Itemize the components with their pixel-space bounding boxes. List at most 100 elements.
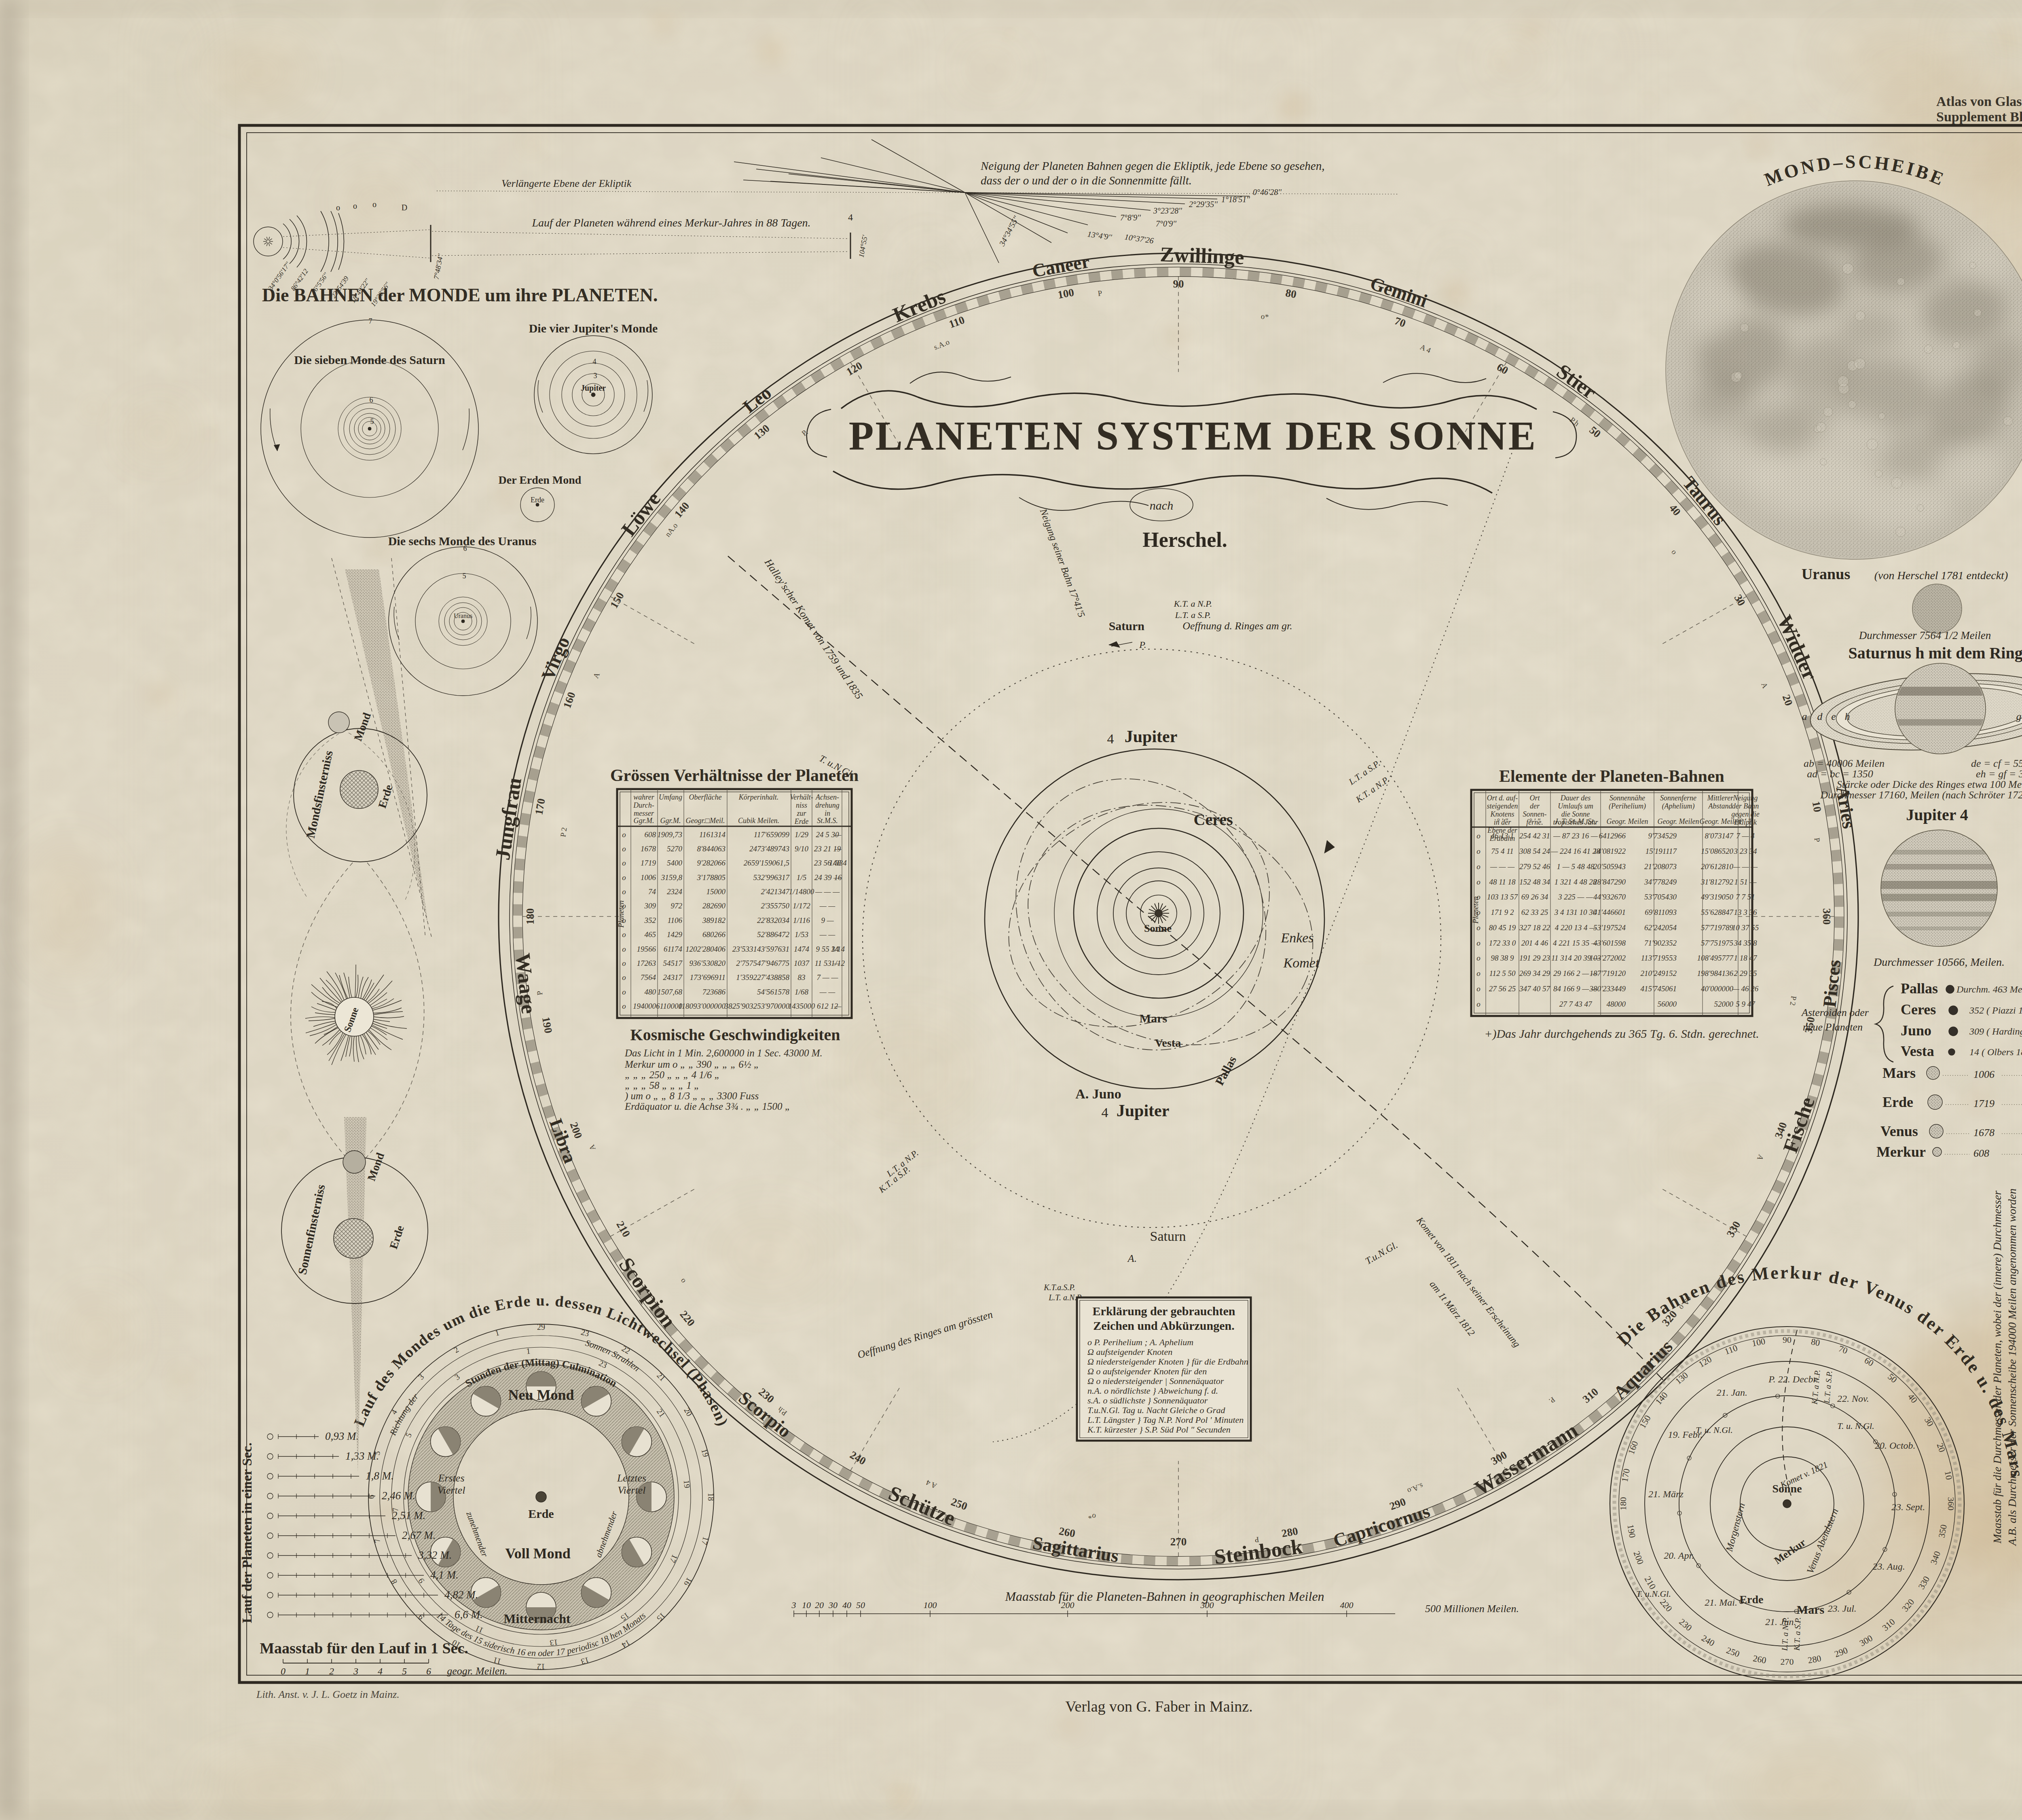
svg-text:Geogr. Meilen: Geogr. Meilen xyxy=(1700,817,1741,825)
svg-text:1 — 5 48 48: 1 — 5 48 48 xyxy=(1557,862,1595,871)
svg-text:zur: zur xyxy=(796,809,806,817)
svg-text:10: 10 xyxy=(802,1600,811,1610)
svg-text:Neigung: Neigung xyxy=(1733,794,1758,802)
svg-text:Viertel: Viertel xyxy=(618,1484,646,1496)
svg-text:30: 30 xyxy=(828,1600,838,1610)
svg-text:L.T. a N.P.: L.T. a N.P. xyxy=(1780,1617,1790,1651)
svg-text:10: 10 xyxy=(1810,800,1824,813)
svg-text:61174: 61174 xyxy=(664,945,683,953)
svg-text:Abstand: Abstand xyxy=(1708,802,1732,810)
svg-text:Pallas: Pallas xyxy=(1901,980,1938,997)
svg-text:8'073147: 8'073147 xyxy=(1705,832,1734,840)
svg-text:K.T. a N.P.: K.T. a N.P. xyxy=(1174,599,1212,609)
svg-text:1°18'51'': 1°18'51'' xyxy=(1221,195,1250,204)
svg-text:18: 18 xyxy=(706,1493,715,1501)
svg-text:1/14: 1/14 xyxy=(831,945,845,953)
svg-text:Sonnennähe: Sonnennähe xyxy=(1610,794,1645,802)
svg-text:de = cf = 554 Meilen: de = cf = 554 Meilen xyxy=(1971,758,2022,769)
svg-text:„ „ „ 58 „: „ „ „ 58 „ „ „ 1 „ xyxy=(625,1080,700,1091)
svg-text:o: o xyxy=(622,945,626,953)
svg-text:1: 1 xyxy=(305,1666,310,1676)
svg-text:Erde: Erde xyxy=(531,496,544,504)
svg-text:69'811093: 69'811093 xyxy=(1645,908,1677,916)
svg-text:° ' ″: ° ' ″ xyxy=(1497,817,1508,825)
svg-text:400: 400 xyxy=(1340,1600,1354,1610)
svg-text:680266: 680266 xyxy=(702,930,726,939)
svg-text:) um o „ „ 8 1: ) um o „ „ 8 1/3 „ „ „ 3300 Fuss xyxy=(624,1090,759,1102)
svg-text:eh = gf = 3880: eh = gf = 3880 xyxy=(1976,768,2022,780)
svg-text:83: 83 xyxy=(798,973,806,982)
svg-text:T.u.N.Gl. Tag u. Nacht Gleiche: T.u.N.Gl. Tag u. Nacht Gleiche o Grad xyxy=(1087,1405,1225,1415)
svg-text:23. Aug.: 23. Aug. xyxy=(1872,1561,1905,1572)
svg-text:20: 20 xyxy=(815,1600,824,1610)
svg-text:198'984136: 198'984136 xyxy=(1697,969,1733,978)
svg-text:— 87 23 16 —: — 87 23 16 — xyxy=(1553,832,1598,840)
svg-text:21. März: 21. März xyxy=(1648,1489,1684,1499)
svg-text:Mars: Mars xyxy=(1140,1012,1167,1025)
svg-text:1/14800: 1/14800 xyxy=(789,887,814,896)
svg-text:308 54 24: 308 54 24 xyxy=(1519,847,1550,855)
svg-text:—: — xyxy=(834,830,842,839)
svg-text:o: o xyxy=(1476,862,1481,871)
svg-text:3°23'28'': 3°23'28'' xyxy=(1153,206,1182,215)
svg-text:6: 6 xyxy=(370,396,373,404)
svg-text:80: 80 xyxy=(1810,1336,1821,1348)
svg-text:5: 5 xyxy=(370,417,374,425)
svg-text:Venus: Venus xyxy=(1880,1123,1918,1139)
svg-text:7 7 51: 7 7 51 xyxy=(1736,893,1755,901)
svg-text:Uranus: Uranus xyxy=(1802,565,1850,582)
svg-text:Saturn: Saturn xyxy=(1109,619,1145,633)
svg-text:187'719120: 187'719120 xyxy=(1589,969,1626,978)
svg-text:Merkur um o „ „ 39: Merkur um o „ „ 390 „ „ „ 6½ „ xyxy=(624,1059,759,1070)
svg-text:Ω aufsteigender Knoten: Ω aufsteigender Knoten xyxy=(1087,1347,1172,1357)
svg-text:Achsen-: Achsen- xyxy=(815,793,839,801)
svg-text:T. u. N.Gl.: T. u. N.Gl. xyxy=(1837,1421,1874,1431)
svg-text:Maasstab für den Lauf in 1 Sec: Maasstab für den Lauf in 1 Sec. xyxy=(260,1640,468,1657)
svg-text:309 ( Harding 1804: 309 ( Harding 1804 ) xyxy=(1969,1026,2022,1037)
svg-text:608: 608 xyxy=(645,830,656,839)
svg-text:Verlag von G. Faber in Mainz.: Verlag von G. Faber in Mainz. xyxy=(1065,1698,1252,1715)
svg-text:der Bahn: der Bahn xyxy=(1732,802,1759,810)
svg-text:7°8'9'': 7°8'9'' xyxy=(1120,213,1141,222)
svg-text:10 37 55: 10 37 55 xyxy=(1732,923,1759,932)
svg-text:14'081922: 14'081922 xyxy=(1593,847,1626,855)
svg-text:Jupiter: Jupiter xyxy=(581,383,606,393)
svg-text:108'495777: 108'495777 xyxy=(1697,954,1734,962)
svg-text:Planeten: Planeten xyxy=(1471,896,1480,924)
svg-text:—: — xyxy=(834,844,842,853)
svg-text:48000: 48000 xyxy=(1607,1000,1626,1008)
svg-text:28'847290: 28'847290 xyxy=(1593,878,1626,886)
svg-text:o: o xyxy=(1476,878,1481,886)
svg-text:Kosmische Geschwindigkeiten: Kosmische Geschwindigkeiten xyxy=(630,1026,840,1044)
svg-text:Mittlerer: Mittlerer xyxy=(1707,794,1734,802)
svg-text:Cubik Meilen.: Cubik Meilen. xyxy=(738,817,779,825)
svg-text:4,82 M.: 4,82 M. xyxy=(444,1589,478,1601)
svg-text:40'000000: 40'000000 xyxy=(1701,984,1734,993)
svg-text:Sonnenferne: Sonnenferne xyxy=(1660,794,1696,802)
svg-text:ab = 40006 Meilen: ab = 40006 Meilen xyxy=(1804,758,1885,769)
svg-text:—: — xyxy=(834,1002,842,1010)
svg-text:1006: 1006 xyxy=(1973,1069,1995,1080)
svg-text:74: 74 xyxy=(648,887,656,896)
svg-text:1/29: 1/29 xyxy=(795,830,808,839)
svg-text:1: 1 xyxy=(526,1346,531,1356)
svg-text:(Perihelium): (Perihelium) xyxy=(1609,802,1646,811)
svg-text:1/68: 1/68 xyxy=(795,988,808,996)
svg-text:27 56 25: 27 56 25 xyxy=(1489,984,1516,993)
svg-text:o: o xyxy=(622,930,626,939)
svg-text:Saturnus h mit dem Ringe: Saturnus h mit dem Ringe xyxy=(1849,644,2022,662)
svg-text:Erdäquator u. die Achse 3¾ .: Erdäquator u. die Achse 3¾ . „ „ 1500 „ xyxy=(624,1101,791,1112)
svg-text:3'178805: 3'178805 xyxy=(696,873,725,882)
svg-text:6412966: 6412966 xyxy=(1599,832,1626,840)
svg-text:9'734529: 9'734529 xyxy=(1648,832,1677,840)
svg-text:43'601598: 43'601598 xyxy=(1593,939,1626,947)
svg-text:300: 300 xyxy=(1200,1600,1214,1610)
svg-text:1006: 1006 xyxy=(641,873,656,882)
svg-text:J. T. St. M. Sc.: J. T. St. M. Sc. xyxy=(1555,817,1596,825)
svg-text:Durchmesser 10566, Meilen.: Durchmesser 10566, Meilen. xyxy=(1873,956,2005,968)
svg-text:6: 6 xyxy=(426,1666,431,1676)
svg-text:T. u.N.Gl.: T. u.N.Gl. xyxy=(1636,1589,1671,1599)
svg-text:Elemente der Planeten-Bahnen: Elemente der Planeten-Bahnen xyxy=(1499,767,1724,785)
svg-text:Maasstab für die Planeten-Bahn: Maasstab für die Planeten-Bahnen in geog… xyxy=(1005,1589,1324,1604)
svg-text:dass der o und der o in di: dass der o und der o in die Sonnenmitte … xyxy=(981,174,1192,187)
